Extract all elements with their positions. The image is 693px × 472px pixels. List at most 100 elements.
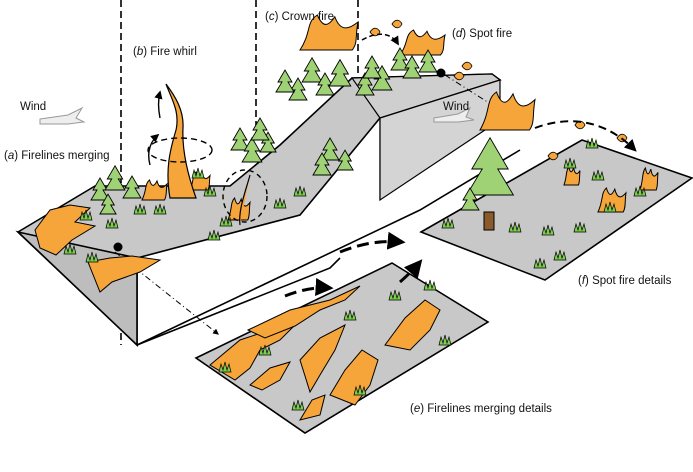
ember-icon bbox=[461, 61, 473, 71]
fireline-icon bbox=[246, 285, 361, 339]
grass-tuft-icon bbox=[293, 185, 307, 197]
grass-tuft-icon bbox=[258, 344, 272, 356]
tree-icon bbox=[301, 56, 323, 83]
tree-icon bbox=[241, 136, 263, 163]
tree-icon bbox=[460, 187, 480, 211]
grass-tuft-icon bbox=[441, 217, 455, 229]
ember-icon bbox=[547, 151, 559, 161]
grass-tuft-icon bbox=[343, 309, 357, 321]
label-firelines-merging: (a) Firelines merging bbox=[4, 150, 110, 162]
merge-arrow-3 bbox=[399, 259, 423, 284]
flame-icon bbox=[597, 187, 627, 213]
flame-icon bbox=[479, 91, 536, 131]
tree-icon bbox=[390, 47, 410, 71]
grass-tuft-icon bbox=[573, 221, 587, 233]
grass-tuft-icon bbox=[633, 185, 647, 197]
merge-arrow-1 bbox=[339, 231, 406, 254]
connector-f bbox=[444, 74, 499, 109]
label-fire-whirl: (b) Fire whirl bbox=[133, 46, 197, 58]
ember-trajectory-d bbox=[361, 33, 399, 46]
grass-layer bbox=[63, 137, 647, 411]
wind-arrow-icon bbox=[39, 106, 86, 125]
tree-icon bbox=[259, 131, 277, 153]
tree-icon bbox=[99, 193, 117, 215]
grass-tuft-icon bbox=[563, 157, 577, 169]
grass-tuft-icon bbox=[541, 224, 555, 236]
label-spot-fire: (d) Spot fire bbox=[452, 28, 513, 40]
grass-tuft-icon bbox=[273, 197, 287, 209]
tree-layer bbox=[90, 47, 515, 231]
ember-icon bbox=[453, 71, 465, 81]
label-crown-fire: (c) Crown fire bbox=[265, 11, 335, 23]
fireline-icon bbox=[209, 319, 301, 381]
grass-tuft-icon bbox=[533, 257, 547, 269]
tree-icon bbox=[104, 164, 126, 191]
grass-tuft-icon bbox=[218, 361, 232, 373]
grass-tuft-icon bbox=[388, 289, 402, 301]
fireline-icon bbox=[249, 361, 292, 391]
grass-tuft-icon bbox=[153, 203, 167, 215]
grass-tuft-icon bbox=[207, 229, 221, 241]
wind-arrow-icon-2 bbox=[433, 106, 475, 123]
label-wind-2: Wind bbox=[443, 101, 470, 113]
grass-tuft-icon bbox=[508, 221, 522, 233]
tree-icon bbox=[465, 136, 515, 196]
tree-trunk bbox=[483, 211, 495, 231]
grass-tuft-icon bbox=[553, 249, 567, 261]
ember-trajectory-f bbox=[534, 120, 637, 152]
crown-swirl bbox=[222, 169, 268, 226]
tree-icon bbox=[275, 69, 295, 93]
connector-e bbox=[114, 251, 219, 335]
grass-tuft-icon bbox=[438, 334, 452, 346]
tree-icon bbox=[122, 175, 142, 199]
tree-icon bbox=[312, 152, 332, 176]
fire-whirl bbox=[147, 83, 213, 199]
flame-icon bbox=[399, 29, 446, 56]
fireline-icon bbox=[87, 255, 162, 293]
tree-icon bbox=[371, 64, 393, 91]
grass-tuft-icon bbox=[219, 215, 233, 227]
tree-icon bbox=[418, 49, 438, 73]
label-wind-1: Wind bbox=[20, 101, 47, 113]
grass-tuft-icon bbox=[133, 203, 147, 215]
grass-tuft-icon bbox=[79, 209, 93, 221]
tree-icon bbox=[355, 72, 375, 96]
flame-icon bbox=[639, 166, 659, 191]
tree-icon bbox=[402, 55, 422, 79]
detail-panel-f bbox=[419, 139, 693, 281]
grass-tuft-icon bbox=[203, 185, 217, 197]
grass-tuft-icon bbox=[353, 384, 367, 396]
tree-icon bbox=[328, 58, 352, 87]
label-spot-fire-details: (f) Spot fire details bbox=[578, 275, 672, 287]
flame-icon bbox=[227, 197, 251, 221]
tree-icon bbox=[336, 149, 354, 171]
fireline-icon bbox=[384, 299, 441, 351]
tree-icon bbox=[362, 55, 382, 79]
ember-icon bbox=[391, 19, 403, 29]
tree-icon bbox=[250, 117, 270, 141]
fireline-icon bbox=[34, 204, 97, 256]
grass-tuft-icon bbox=[423, 279, 437, 291]
grass-tuft-icon bbox=[291, 399, 305, 411]
grass-tuft-icon bbox=[603, 201, 617, 213]
grass-tuft-icon bbox=[585, 137, 599, 149]
grass-tuft-icon bbox=[591, 169, 605, 181]
fireline-icon bbox=[329, 349, 379, 406]
flame-icon bbox=[141, 179, 168, 201]
grass-tuft-icon bbox=[85, 251, 99, 263]
label-firelines-merging-details: (e) Firelines merging details bbox=[410, 403, 552, 415]
tree-icon bbox=[230, 127, 250, 151]
fireline-icon bbox=[298, 394, 326, 421]
grass-tuft-icon bbox=[191, 167, 205, 179]
ignition-point-icon-2 bbox=[436, 68, 446, 78]
merge-arrow-2 bbox=[284, 278, 334, 298]
flame-icon bbox=[299, 14, 359, 51]
ignition-point-icon bbox=[113, 242, 123, 252]
grass-tuft-icon bbox=[63, 243, 77, 255]
fireline-icon bbox=[299, 323, 346, 394]
grass-tuft-icon bbox=[105, 217, 119, 229]
fire-layer bbox=[34, 14, 659, 421]
tree-icon bbox=[320, 137, 340, 161]
